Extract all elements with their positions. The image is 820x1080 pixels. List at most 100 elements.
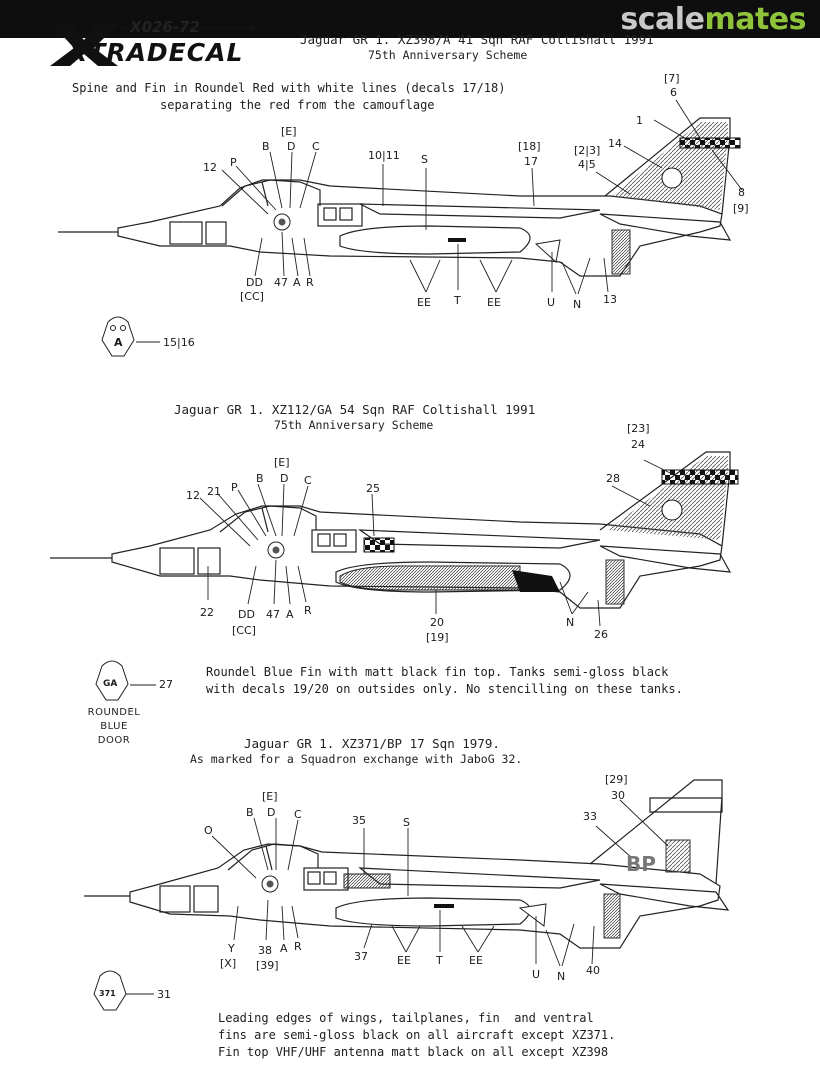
label-12: 12 xyxy=(203,161,217,174)
label-18: [18] xyxy=(518,140,541,153)
label-N: N xyxy=(566,616,575,629)
label-R: R xyxy=(306,276,314,289)
label-9: [9] xyxy=(733,202,749,215)
label-S: S xyxy=(403,816,410,829)
label-7: [7] xyxy=(664,72,680,85)
label-27: 27 xyxy=(159,678,173,691)
logo-part-scale: scale xyxy=(620,2,705,37)
label-E: [E] xyxy=(274,456,290,469)
scheme2-title: Jaguar GR 1. XZ112/GA 54 Sqn RAF Coltish… xyxy=(174,402,536,417)
label-S: S xyxy=(421,153,428,166)
scheme1-note-line2: separating the red from the camouflage xyxy=(160,98,435,112)
label-T: T xyxy=(454,294,461,307)
label-25: 25 xyxy=(366,482,380,495)
label-R: R xyxy=(294,940,302,953)
label-B: B xyxy=(256,472,264,485)
label-D: D xyxy=(280,472,289,485)
label-22: 22 xyxy=(200,606,214,619)
scheme2-note-line1: Roundel Blue Fin with matt black fin top… xyxy=(206,665,669,679)
scheme3-subtitle: As marked for a Squadron exchange with J… xyxy=(190,752,523,766)
label-40: 40 xyxy=(586,964,600,977)
label-A: A xyxy=(286,608,294,621)
label-DD: DD xyxy=(246,276,263,289)
label-37: 37 xyxy=(354,950,368,963)
label-B: B xyxy=(262,140,270,153)
label-28: 28 xyxy=(606,472,620,485)
label-15-16: 15|16 xyxy=(163,336,195,349)
label-DD: DD xyxy=(238,608,255,621)
label-8: 8 xyxy=(738,186,745,199)
scalemates-logo[interactable]: scalemates xyxy=(620,2,806,37)
label-A: A xyxy=(280,942,288,955)
label-CC: [CC] xyxy=(240,290,264,303)
scheme2-note-line2: with decals 19/20 on outsides only. No s… xyxy=(206,682,683,696)
label-C: C xyxy=(312,140,320,153)
fin-code: BP xyxy=(626,852,656,876)
label-P: P xyxy=(231,481,238,494)
label-2-3: [2|3] xyxy=(574,144,601,157)
label-6: 6 xyxy=(670,86,677,99)
scheme3-note-line1: Leading edges of wings, tailplanes, fin … xyxy=(218,1011,594,1025)
label-U: U xyxy=(547,296,556,309)
door-caption-line2: BLUE xyxy=(100,721,128,732)
label-O: O xyxy=(204,824,213,837)
label-E: [E] xyxy=(281,125,297,138)
label-20: 20 xyxy=(430,616,444,629)
label-14: 14 xyxy=(608,137,622,150)
label-19: [19] xyxy=(426,631,449,644)
label-D: D xyxy=(287,140,296,153)
label-EE-1: EE xyxy=(397,954,411,967)
label-T: T xyxy=(436,954,443,967)
label-23: [23] xyxy=(627,422,650,435)
scheme1-title: Jaguar GR 1. XZ398/A 41 Sqn RAF Coltisha… xyxy=(300,32,654,47)
label-10-11: 10|11 xyxy=(368,149,400,162)
label-33: 33 xyxy=(583,810,597,823)
label-X: [X] xyxy=(220,957,237,970)
door-caption-line3: DOOR xyxy=(97,735,131,746)
label-EE-1: EE xyxy=(417,296,431,309)
label-N: N xyxy=(573,298,582,311)
label-A: A xyxy=(293,276,301,289)
label-4-5: 4|5 xyxy=(578,158,596,171)
scheme3-title: Jaguar GR 1. XZ371/BP 17 Sqn 1979. xyxy=(244,736,500,751)
door-caption-line1: ROUNDEL xyxy=(87,707,141,718)
label-U: U xyxy=(532,968,541,981)
brand-name: XTRADECAL xyxy=(68,38,244,67)
label-17: 17 xyxy=(524,155,538,168)
label-24: 24 xyxy=(631,438,645,451)
scheme2-subtitle: 75th Anniversary Scheme xyxy=(274,418,434,432)
scheme3-note-line3: Fin top VHF/UHF antenna matt black on al… xyxy=(218,1045,609,1059)
logo-part-mates: mates xyxy=(704,2,806,37)
label-29: [29] xyxy=(605,773,628,786)
top-banner xyxy=(0,0,820,38)
label-31: 31 xyxy=(157,988,171,1001)
label-30: 30 xyxy=(611,789,625,802)
scheme1-subtitle: 75th Anniversary Scheme xyxy=(368,48,528,62)
label-21: 21 xyxy=(207,485,221,498)
label-EE-2: EE xyxy=(469,954,483,967)
label-R: R xyxy=(304,604,312,617)
label-47: 47 xyxy=(266,608,280,621)
label-D: D xyxy=(267,806,276,819)
door-icon-3-letter: 371 xyxy=(99,989,116,998)
door-icon-2-letter: GA xyxy=(103,679,118,689)
label-38: 38 xyxy=(258,944,272,957)
door-caption: ROUNDEL BLUE DOOR xyxy=(82,706,146,748)
product-code: X026-72 xyxy=(130,18,200,36)
label-B: B xyxy=(246,806,254,819)
label-26: 26 xyxy=(594,628,608,641)
label-C: C xyxy=(304,474,312,487)
label-39: [39] xyxy=(256,959,279,972)
door-icon-1-letter: A xyxy=(114,336,123,349)
label-EE-2: EE xyxy=(487,296,501,309)
label-P: P xyxy=(230,156,237,169)
label-CC: [CC] xyxy=(232,624,256,637)
scheme3-note-line2: fins are semi-gloss black on all aircraf… xyxy=(218,1028,616,1042)
label-C: C xyxy=(294,808,302,821)
label-E: [E] xyxy=(262,790,278,803)
label-N: N xyxy=(557,970,566,983)
